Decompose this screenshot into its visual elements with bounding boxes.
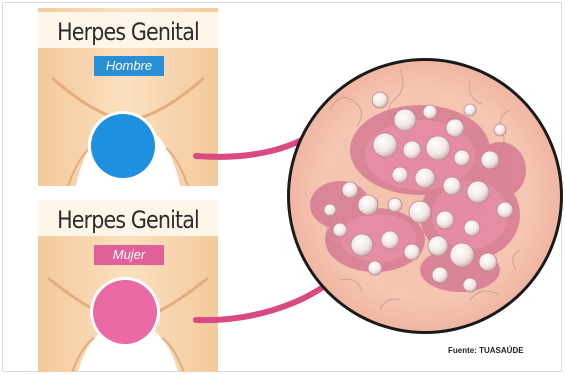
source-credit: Fuente: TUASAÚDE — [448, 346, 524, 355]
bottom-arrow — [196, 282, 330, 320]
